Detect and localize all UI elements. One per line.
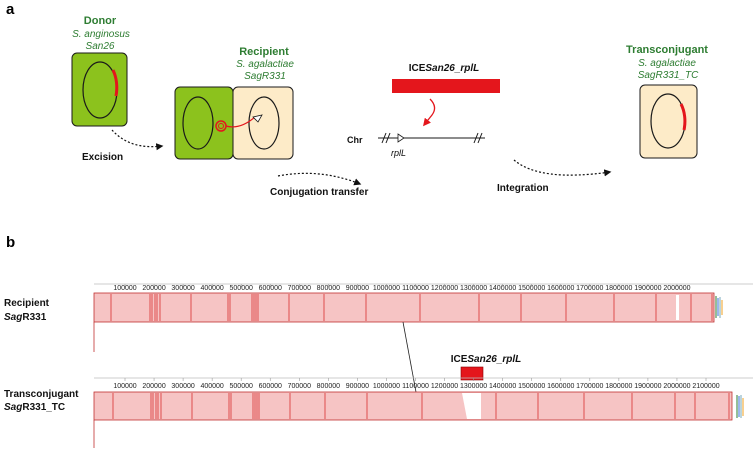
donor-species: S. anginosus — [72, 29, 130, 40]
tc-tick-label: 600000 — [259, 383, 282, 390]
ice-track-label: ICESan26_rplL — [451, 354, 522, 365]
recipient-tick-label: 1200000 — [431, 285, 458, 292]
tc-end-marks — [736, 395, 744, 418]
panel-b-letter: b — [6, 234, 15, 251]
tc-tick-label: 700000 — [288, 383, 311, 390]
mating-recipient-cell — [232, 86, 294, 160]
tc-tick-label: 200000 — [142, 383, 165, 390]
chromosome-break-right-icon — [473, 132, 483, 144]
mating-recipient-chromosome — [248, 96, 280, 150]
transconjugant-species: S. agalactiae — [638, 58, 696, 69]
tc-tick-label: 1100000 — [402, 383, 429, 390]
tc-track-strain: SagR331_TC — [4, 402, 65, 413]
excision-label: Excision — [82, 152, 123, 163]
recipient-tick-label: 800000 — [317, 285, 340, 292]
mating-donor-chromosome — [182, 96, 214, 150]
tc-tick-label: 1800000 — [605, 383, 632, 390]
recipient-track-name: Recipient — [4, 298, 50, 309]
tc-tick-label: 1600000 — [547, 383, 574, 390]
ice-integration-arrow — [423, 98, 436, 127]
recipient-species: S. agalactiae — [236, 59, 294, 70]
tc-tick-label: 400000 — [200, 383, 223, 390]
recipient-tick-label: 1100000 — [402, 285, 429, 292]
recipient-tick-label: 300000 — [171, 285, 194, 292]
rplL-label: rplL — [391, 148, 406, 158]
recipient-tick-label: 700000 — [288, 285, 311, 292]
tc-tick-label: 1000000 — [373, 383, 400, 390]
tc-tick-label: 1700000 — [576, 383, 603, 390]
tc-tick-label: 100000 — [113, 383, 136, 390]
recipient-tick-label: 400000 — [200, 285, 223, 292]
excision-arrow — [111, 129, 164, 151]
recipient-lcb-block — [93, 292, 715, 323]
chromosome-break-left-icon — [381, 132, 391, 144]
recipient-title: Recipient — [239, 46, 289, 58]
orit-triangle-icon — [252, 114, 263, 123]
recipient-ruler: 100000 200000 300000 400000 500000 600000 7000… — [113, 284, 691, 292]
integration-label: Integration — [497, 183, 549, 194]
transconjugant-title: Transconjugant — [626, 44, 708, 56]
tc-tick-label: 1500000 — [518, 383, 545, 390]
tc-tick-label: 500000 — [230, 383, 253, 390]
tc-tick-label: 800000 — [317, 383, 340, 390]
donor-title: Donor — [84, 15, 117, 27]
rplL-triangle-icon — [397, 133, 405, 143]
tc-tick-label: 1300000 — [460, 383, 487, 390]
tc-tick-label: 1400000 — [489, 383, 516, 390]
integration-arrow — [513, 159, 612, 177]
transconjugant-ice-segment — [679, 103, 687, 131]
tc-tick-label: 300000 — [171, 383, 194, 390]
recipient-tick-label: 500000 — [230, 285, 253, 292]
ice-label: ICESan26_rplL — [409, 63, 480, 74]
recipient-tick-label: 600000 — [259, 285, 282, 292]
recipient-tick-label: 1800000 — [605, 285, 632, 292]
recipient-tick-label: 1400000 — [489, 285, 516, 292]
ice-element — [392, 79, 500, 93]
tc-lcb-block — [93, 391, 733, 421]
tc-ruler: 100000 200000 300000 400000 500000 600000 7000… — [113, 378, 720, 390]
recipient-tick-label: 1300000 — [460, 285, 487, 292]
recipient-tick-label: 1000000 — [373, 285, 400, 292]
transconjugant-strain: SagR331_TC — [638, 70, 699, 81]
tc-tick-label: 2100000 — [692, 383, 719, 390]
donor-cell — [71, 52, 128, 127]
panel-a-letter: a — [6, 1, 15, 18]
recipient-tick-label: 2000000 — [663, 285, 690, 292]
recipient-tick-label: 1900000 — [634, 285, 661, 292]
recipient-tick-label: 200000 — [142, 285, 165, 292]
ice-transfer-strand — [225, 116, 256, 128]
tc-tick-label: 1200000 — [431, 383, 458, 390]
chr-label: Chr — [347, 135, 363, 145]
recipient-tick-label: 1700000 — [576, 285, 603, 292]
ice-track-box — [460, 366, 484, 381]
homology-connector — [402, 321, 417, 393]
tc-tick-label: 900000 — [346, 383, 369, 390]
recipient-tick-label: 1500000 — [518, 285, 545, 292]
tc-tick-label: 1900000 — [634, 383, 661, 390]
tc-ice-insertion-gap — [462, 393, 481, 419]
donor-ice-segment — [111, 69, 119, 97]
recipient-tick-label: 100000 — [113, 285, 136, 292]
tc-track-name: Transconjugant — [4, 389, 79, 400]
recipient-tick-label: 1600000 — [547, 285, 574, 292]
recipient-gap — [676, 295, 679, 320]
recipient-strain: SagR331 — [244, 71, 286, 82]
transconjugant-cell — [639, 84, 698, 159]
tc-variation-lines — [112, 393, 730, 419]
tc-tick-label: 2000000 — [663, 383, 690, 390]
recipient-variation-lines — [110, 294, 713, 321]
conjugation-arrow — [277, 172, 362, 186]
conjugation-label: Conjugation transfer — [270, 187, 368, 198]
recipient-track-strain: SagR331 — [4, 312, 47, 323]
recipient-tick-label: 900000 — [346, 285, 369, 292]
recipient-end-marks — [715, 296, 723, 318]
donor-strain: San26 — [86, 41, 115, 52]
